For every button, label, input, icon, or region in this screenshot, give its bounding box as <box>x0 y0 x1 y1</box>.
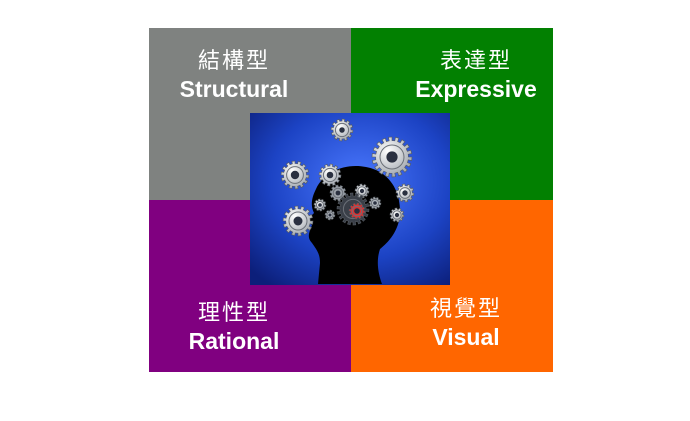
rational-label: 理性型 Rational <box>149 302 319 353</box>
visual-label-en: Visual <box>432 324 500 351</box>
structural-label-zh: 結構型 <box>197 49 270 74</box>
rational-label-en: Rational <box>188 328 280 355</box>
structural-label: 結構型 Structural <box>149 50 319 101</box>
rational-label-zh: 理性型 <box>197 301 270 326</box>
head-with-gears-icon <box>250 113 450 285</box>
expressive-label-zh: 表達型 <box>439 49 512 74</box>
visual-label-zh: 視覺型 <box>429 297 502 322</box>
expressive-label-en: Expressive <box>415 76 537 103</box>
structural-label-en: Structural <box>179 76 289 103</box>
expressive-label: 表達型 Expressive <box>391 50 561 101</box>
visual-label: 視覺型 Visual <box>391 298 541 349</box>
